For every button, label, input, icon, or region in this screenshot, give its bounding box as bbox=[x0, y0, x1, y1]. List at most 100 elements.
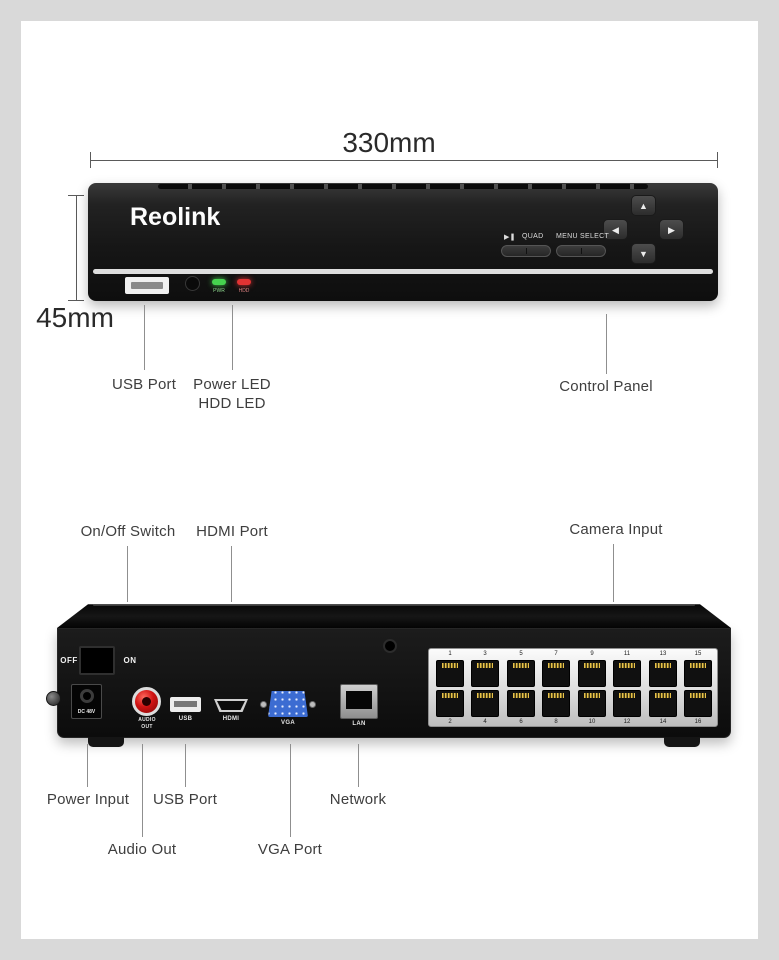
callout-camera-input: Camera Input bbox=[569, 521, 663, 538]
callout-power-input: Power Input bbox=[46, 791, 130, 808]
lan-tag: LAN bbox=[352, 721, 366, 727]
camera-port-number: 8 bbox=[554, 719, 558, 725]
leader-line-network bbox=[358, 744, 359, 787]
height-dimension-line bbox=[76, 195, 77, 301]
brand-logo: Reolink bbox=[130, 203, 221, 231]
rj45-pins bbox=[584, 663, 600, 668]
camera-port bbox=[471, 660, 499, 687]
rj45-pins bbox=[442, 693, 458, 698]
camera-port-number: 4 bbox=[483, 719, 487, 725]
left-arrow-icon: ◀ bbox=[612, 225, 619, 235]
usb-tag: USB bbox=[178, 716, 193, 722]
vga-port bbox=[260, 690, 316, 718]
camera-port bbox=[649, 690, 677, 717]
height-dimension-label: 45mm bbox=[36, 302, 114, 333]
lan-port bbox=[340, 684, 378, 719]
camera-port bbox=[613, 660, 641, 687]
rj45-pins bbox=[655, 663, 671, 668]
nvr-back-view: OFF ON DC 48V AUDIO OUT USB HDMI VGA LAN bbox=[46, 628, 731, 738]
switch-off-label: OFF bbox=[60, 656, 78, 665]
power-led bbox=[212, 279, 226, 285]
camera-port bbox=[613, 690, 641, 717]
callout-on-off-switch: On/Off Switch bbox=[80, 523, 176, 540]
callout-vga-port: VGA Port bbox=[257, 841, 323, 858]
camera-port-number: 5 bbox=[519, 651, 523, 657]
leader-line-control-panel bbox=[606, 314, 607, 374]
play-quad-buttons bbox=[501, 245, 551, 257]
side-screw bbox=[46, 691, 61, 706]
panel-screw-hole bbox=[383, 639, 397, 653]
audio-out-jack bbox=[132, 687, 161, 716]
vent-slots bbox=[158, 184, 648, 189]
leader-line-camera-input bbox=[613, 544, 614, 602]
camera-port-number: 14 bbox=[659, 719, 667, 725]
camera-port-number: 13 bbox=[659, 651, 667, 657]
camera-port bbox=[542, 660, 570, 687]
front-usb-port bbox=[125, 277, 169, 294]
power-led-tag: PWR bbox=[213, 288, 225, 294]
camera-port-number: 12 bbox=[623, 719, 631, 725]
dc-jack-hole bbox=[79, 689, 94, 703]
vga-tag: VGA bbox=[281, 720, 295, 726]
hdmi-port bbox=[214, 699, 248, 712]
vga-screw-right bbox=[309, 701, 316, 708]
down-arrow-button: ▼ bbox=[631, 243, 656, 264]
camera-port bbox=[507, 660, 535, 687]
power-switch bbox=[79, 646, 115, 675]
rj45-pins bbox=[690, 693, 706, 698]
play-pause-button-label: ▶❚ bbox=[504, 234, 516, 241]
camera-port bbox=[578, 690, 606, 717]
audio-jack-hole bbox=[142, 697, 151, 706]
audio-out-tag: AUDIO OUT bbox=[138, 717, 156, 730]
width-dimension-tick-left bbox=[90, 152, 91, 168]
leader-line-audio-out bbox=[142, 744, 143, 837]
callout-power-led: Power LED bbox=[193, 376, 271, 393]
up-arrow-button: ▲ bbox=[631, 195, 656, 216]
camera-port-number: 11 bbox=[623, 651, 631, 657]
lan-port-inner bbox=[346, 691, 372, 709]
rj45-pins bbox=[619, 693, 635, 698]
camera-port bbox=[578, 660, 606, 687]
hdmi-port-inner bbox=[217, 701, 245, 710]
width-dimension-line bbox=[90, 160, 717, 161]
select-button-label: SELECT bbox=[580, 233, 610, 240]
rj45-pins bbox=[513, 693, 529, 698]
leader-line-leds bbox=[232, 305, 233, 370]
camera-port-number: 16 bbox=[694, 719, 702, 725]
camera-port-number: 3 bbox=[483, 651, 487, 657]
rj45-pins bbox=[584, 693, 600, 698]
camera-port bbox=[684, 660, 712, 687]
menu-select-buttons bbox=[556, 245, 606, 257]
rj45-pins bbox=[548, 663, 564, 668]
right-arrow-button: ▶ bbox=[659, 219, 684, 240]
rj45-pins bbox=[513, 663, 529, 668]
camera-port bbox=[471, 690, 499, 717]
camera-port bbox=[436, 690, 464, 717]
camera-port bbox=[649, 660, 677, 687]
camera-port-number: 10 bbox=[588, 719, 596, 725]
callout-usb-front: USB Port bbox=[111, 376, 177, 393]
callout-network: Network bbox=[329, 791, 387, 808]
front-accent-stripe bbox=[93, 269, 713, 274]
camera-port-number: 2 bbox=[448, 719, 452, 725]
callout-audio-out: Audio Out bbox=[107, 841, 177, 858]
rj45-pins bbox=[548, 693, 564, 698]
callout-hdd-led: HDD LED bbox=[198, 395, 266, 412]
nvr-top-surface bbox=[57, 604, 731, 628]
camera-port-number: 15 bbox=[694, 651, 702, 657]
callout-usb-back: USB Port bbox=[152, 791, 218, 808]
camera-port-number: 1 bbox=[448, 651, 452, 657]
leader-line-vga-port bbox=[290, 744, 291, 837]
height-dimension-tick-top bbox=[68, 195, 84, 196]
callout-control-panel: Control Panel bbox=[559, 378, 653, 395]
usb-port-tongue bbox=[174, 701, 197, 707]
camera-port-number: 6 bbox=[519, 719, 523, 725]
rj45-pins bbox=[442, 663, 458, 668]
rj45-pins bbox=[477, 693, 493, 698]
hdd-led bbox=[237, 279, 251, 285]
camera-port bbox=[684, 690, 712, 717]
rj45-pins bbox=[477, 663, 493, 668]
dc-power-jack: DC 48V bbox=[71, 684, 102, 719]
camera-input-block: 1 3 5 7 9 11 13 15 2 4 6 bbox=[428, 648, 718, 727]
callout-hdmi-port: HDMI Port bbox=[196, 523, 268, 540]
